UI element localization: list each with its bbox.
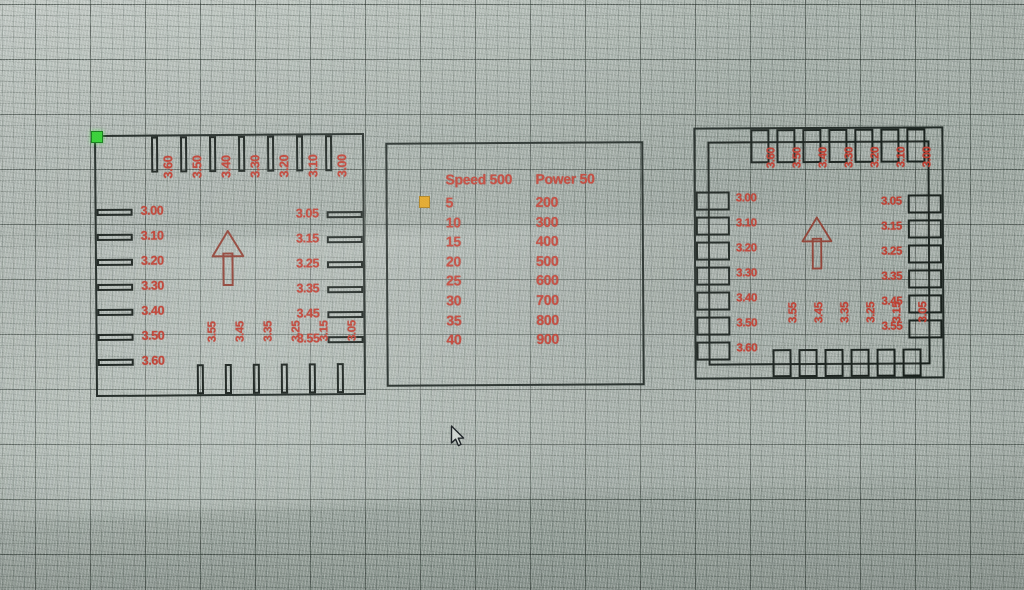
green-origin-marker[interactable] xyxy=(91,131,103,143)
left-test-panel[interactable]: 3.603.503.403.303.203.103.003.003.103.20… xyxy=(93,132,367,398)
orange-marker[interactable] xyxy=(419,196,430,208)
right-test-panel[interactable]: 3.603.503.403.303.203.103.003.003.103.20… xyxy=(693,126,945,380)
mouse-cursor-icon xyxy=(450,425,466,453)
up-arrow-marker xyxy=(210,228,246,288)
up-arrow-marker xyxy=(800,214,834,272)
